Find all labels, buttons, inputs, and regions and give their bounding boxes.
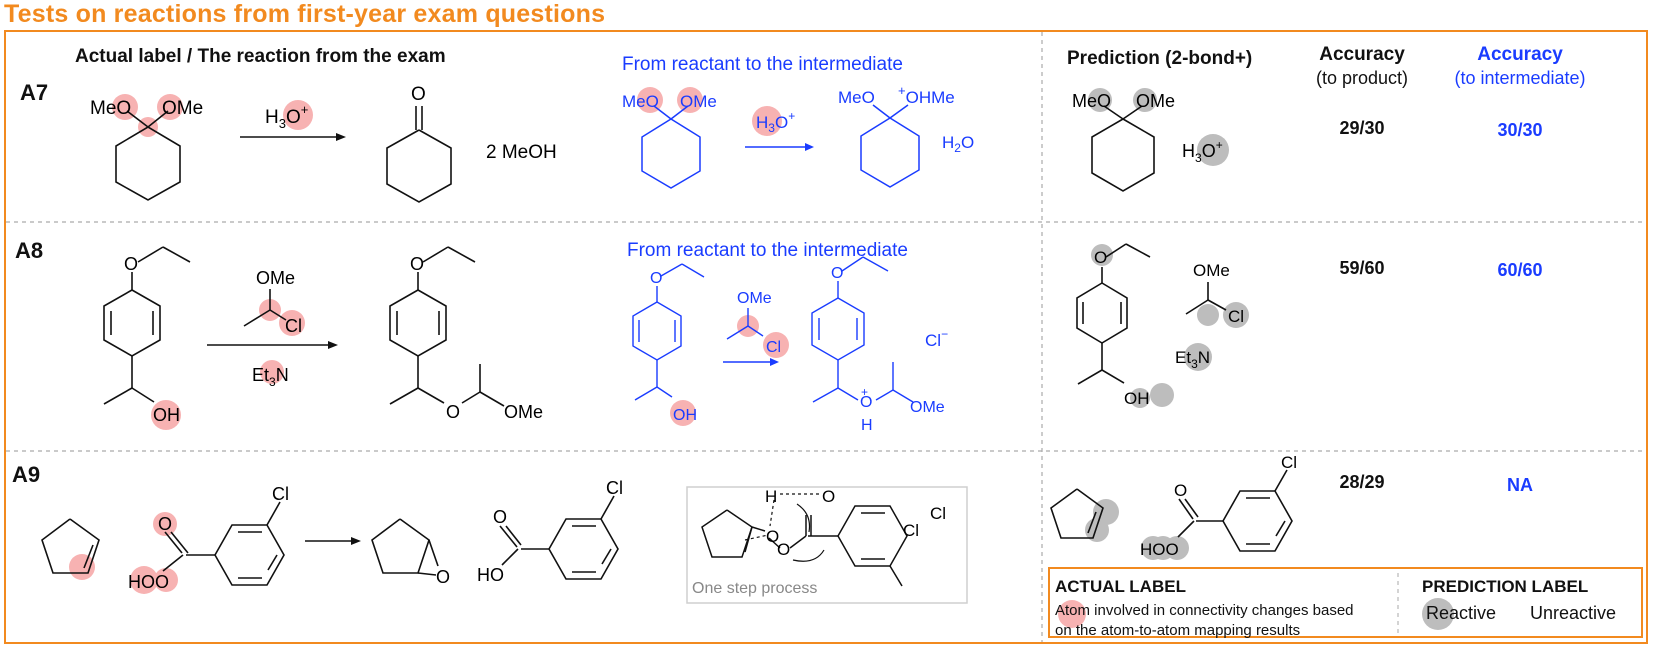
- prediction-header: Prediction (2-bond+): [1067, 48, 1253, 69]
- acc-product-a9: 28/29: [1339, 472, 1385, 492]
- svg-text:MeO: MeO: [622, 92, 659, 111]
- svg-text:O: O: [766, 527, 779, 546]
- svg-text:O: O: [410, 254, 424, 274]
- svg-text:Cl: Cl: [1228, 307, 1244, 326]
- svg-text:H: H: [861, 417, 873, 434]
- svg-text:2 MeOH: 2 MeOH: [486, 142, 557, 163]
- one-step-note: One step process: [692, 580, 818, 597]
- legend-actual-line1: Atom involved in connectivity changes ba…: [1055, 602, 1354, 619]
- acc-product-a8: 59/60: [1339, 258, 1385, 278]
- figure-frame: [4, 30, 1648, 644]
- svg-text:OMe: OMe: [737, 290, 772, 307]
- intermediate-title-a7: From reactant to the intermediate: [622, 54, 903, 75]
- svg-text:Cl: Cl: [285, 316, 302, 336]
- acc-intermediate-a8: 60/60: [1497, 260, 1543, 280]
- svg-text:O: O: [831, 265, 843, 282]
- reactive-swatch: [1422, 598, 1454, 630]
- svg-text:H2O: H2O: [942, 133, 974, 155]
- svg-text:Cl: Cl: [1281, 453, 1297, 472]
- row-label-a7: A7: [20, 80, 49, 105]
- svg-text:OMe: OMe: [1136, 91, 1175, 111]
- actual-label-swatch: [1058, 600, 1086, 628]
- svg-text:Cl: Cl: [272, 484, 289, 504]
- svg-text:OMe: OMe: [910, 399, 945, 416]
- svg-text:MeO: MeO: [838, 88, 875, 107]
- row-label-a9: A9: [12, 462, 41, 487]
- svg-text:O: O: [1174, 481, 1187, 500]
- acc-product-title: Accuracy: [1319, 44, 1405, 65]
- svg-text:OMe: OMe: [680, 92, 717, 111]
- svg-text:H: H: [765, 487, 777, 506]
- svg-text:O: O: [493, 507, 507, 527]
- svg-text:MeO: MeO: [1072, 91, 1111, 111]
- svg-text:O: O: [411, 84, 426, 105]
- legend-box: ACTUAL LABEL Atom involved in connectivi…: [1048, 567, 1643, 639]
- acc-intermediate-sub: (to intermediate): [1454, 68, 1586, 88]
- svg-text:HO: HO: [477, 565, 504, 585]
- legend-prediction-title: PREDICTION LABEL: [1422, 577, 1589, 596]
- svg-text:OMe: OMe: [162, 98, 203, 119]
- svg-text:O: O: [650, 270, 662, 287]
- legend-actual-title: ACTUAL LABEL: [1055, 577, 1186, 596]
- intermediate-title-a8: From reactant to the intermediate: [627, 240, 908, 261]
- acc-product-a7: 29/30: [1339, 118, 1385, 138]
- legend-actual-line2: on the atom-to-atom mapping results: [1055, 622, 1301, 639]
- svg-text:O: O: [124, 254, 138, 274]
- svg-text:HOO: HOO: [128, 572, 169, 592]
- svg-text:Cl: Cl: [766, 339, 781, 356]
- svg-text:O: O: [1094, 248, 1107, 267]
- svg-text:OH: OH: [673, 407, 697, 424]
- svg-text:O: O: [158, 514, 172, 534]
- svg-text:Cl: Cl: [606, 478, 623, 498]
- svg-text:MeO: MeO: [90, 98, 131, 119]
- svg-text:O: O: [860, 394, 872, 411]
- svg-text:OMe: OMe: [1193, 261, 1230, 280]
- legend-graphics: [1058, 573, 1454, 635]
- acc-product-sub: (to product): [1315, 68, 1409, 88]
- a7-reactant: [115, 110, 181, 201]
- svg-text:OMe: OMe: [256, 268, 295, 288]
- acc-intermediate-a9: NA: [1507, 475, 1533, 495]
- svg-text:OH: OH: [153, 405, 180, 425]
- svg-text:Et3N: Et3N: [1175, 348, 1210, 371]
- svg-text:OMe: OMe: [504, 402, 543, 422]
- svg-text:HOO: HOO: [1140, 540, 1179, 559]
- actual-header: Actual label / The reaction from the exa…: [75, 46, 446, 67]
- row-label-a8: A8: [15, 238, 44, 263]
- svg-text:O: O: [436, 567, 450, 587]
- legend-reactive: Reactive: [1426, 603, 1497, 623]
- svg-text:Cl: Cl: [930, 504, 946, 523]
- acc-intermediate-title: Accuracy: [1477, 44, 1563, 65]
- a7-product: [386, 106, 452, 203]
- svg-text:O: O: [822, 487, 835, 506]
- svg-text:+: +: [861, 385, 868, 399]
- acc-intermediate-a7: 30/30: [1497, 120, 1543, 140]
- svg-text:OH: OH: [1124, 389, 1150, 408]
- svg-text:O: O: [777, 540, 790, 559]
- svg-text:+OHMe: +OHMe: [898, 83, 955, 107]
- figure-title: Tests on reactions from first-year exam …: [4, 0, 606, 28]
- svg-text:Cl: Cl: [903, 521, 919, 540]
- svg-text:O: O: [446, 402, 460, 422]
- legend-unreactive: Unreactive: [1530, 603, 1617, 623]
